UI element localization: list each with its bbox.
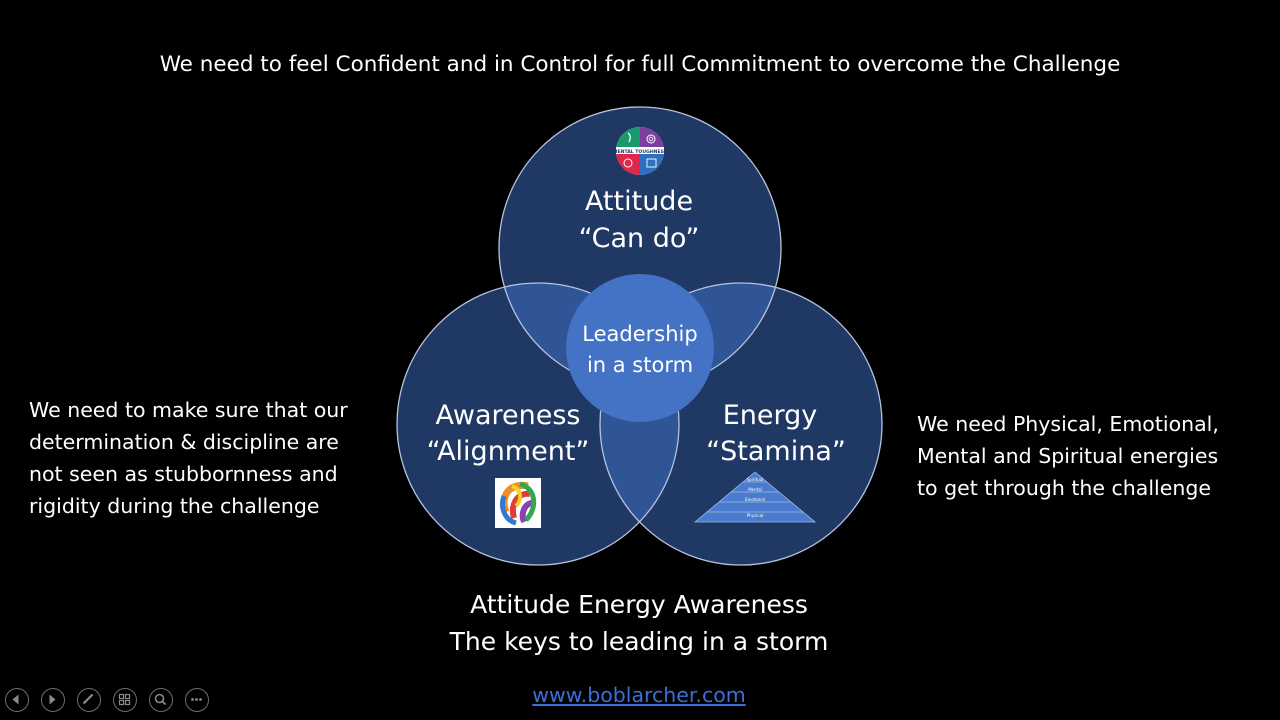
slides-grid-icon[interactable] <box>113 688 137 712</box>
mental-toughness-logo-icon: MENTAL TOUGHNESS <box>613 127 667 175</box>
previous-slide-icon[interactable] <box>5 688 29 712</box>
pyramid-level-mental: Mental <box>748 487 762 492</box>
pen-icon[interactable] <box>77 688 101 712</box>
more-options-icon[interactable] <box>185 688 209 712</box>
center-label-line2: in a storm <box>587 353 693 377</box>
center-circle <box>566 274 714 422</box>
energy-title: Energy <box>723 400 818 431</box>
logo-text: MENTAL TOUGHNESS <box>613 149 667 155</box>
next-slide-icon[interactable] <box>41 688 65 712</box>
website-link[interactable]: www.boblarcher.com <box>532 683 746 707</box>
slide-heading: We need to feel Confident and in Control… <box>159 52 1121 77</box>
attitude-subtitle: “Can do” <box>579 223 700 254</box>
center-label-line1: Leadership <box>582 322 697 346</box>
right-note: We need Physical, Emotional, Mental and … <box>917 412 1219 500</box>
bottom-caption: Attitude Energy Awareness The keys to le… <box>449 590 829 656</box>
pyramid-level-emotional: Emotional <box>745 497 765 502</box>
pyramid-level-spiritual: Spiritual <box>747 477 764 482</box>
pyramid-level-physical: Physical <box>747 513 763 518</box>
rainbow-swirl-icon <box>495 478 541 528</box>
awareness-title: Awareness <box>436 400 581 431</box>
energy-subtitle: “Stamina” <box>706 436 846 467</box>
zoom-icon[interactable] <box>149 688 173 712</box>
energy-pyramid-icon: Spiritual Mental Emotional Physical <box>693 471 817 523</box>
left-note: We need to make sure that our determinat… <box>29 398 348 518</box>
awareness-subtitle: “Alignment” <box>427 436 590 467</box>
attitude-title: Attitude <box>585 186 693 217</box>
